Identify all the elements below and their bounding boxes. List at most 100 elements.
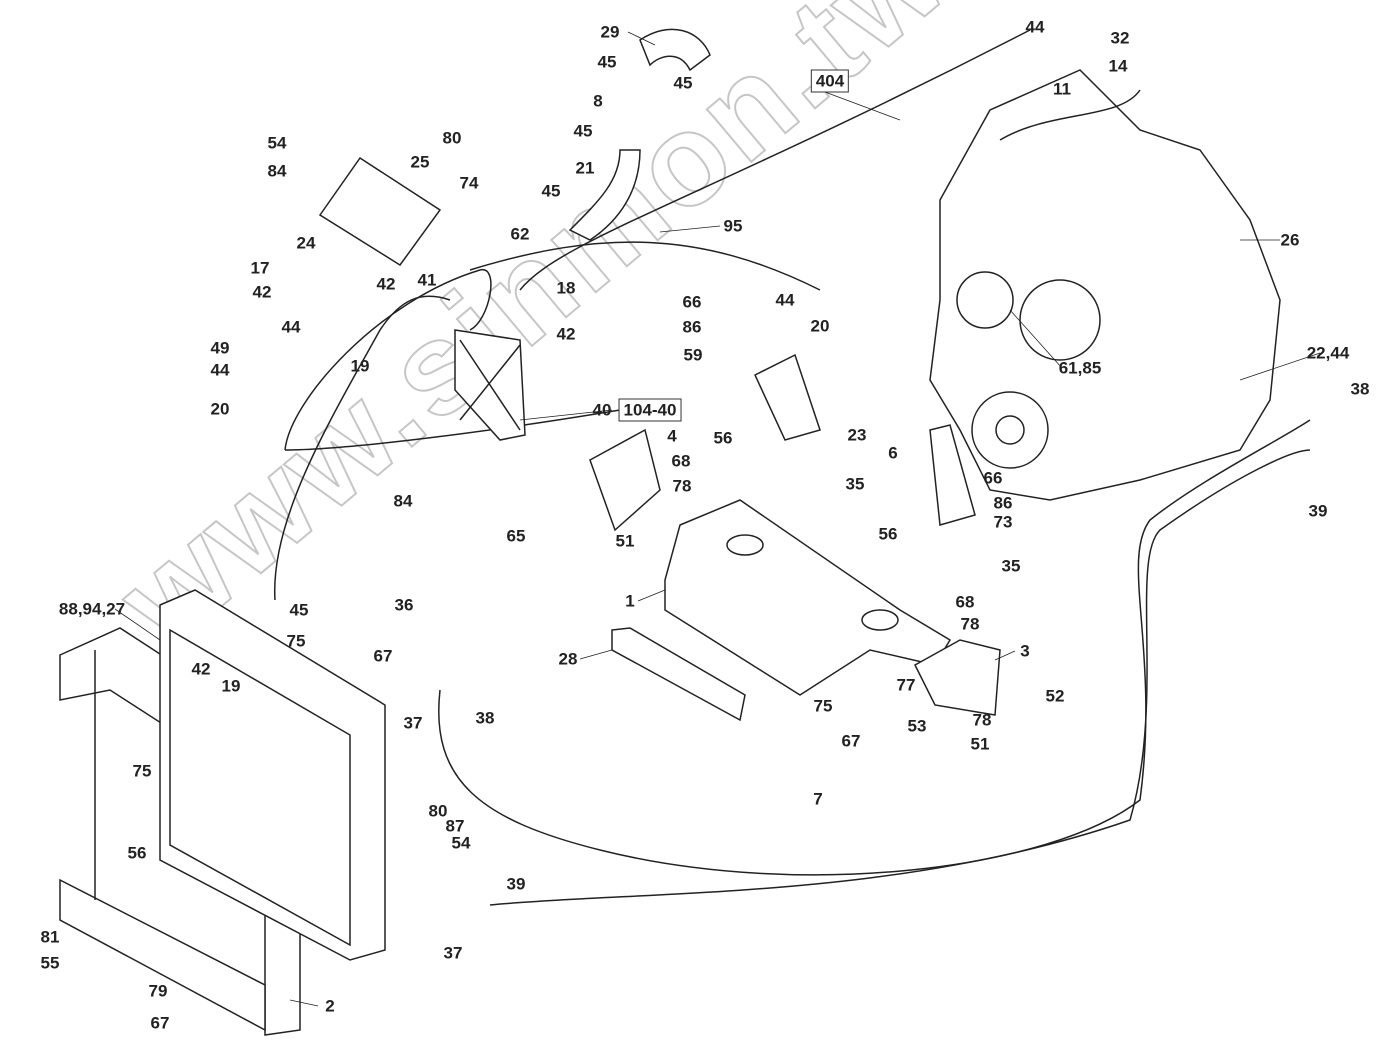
part-label: 20 — [210, 399, 230, 419]
part-label: 61,85 — [1058, 358, 1102, 378]
part-label: 7 — [813, 789, 823, 809]
part-label: 44 — [775, 290, 795, 310]
part-label: 68 — [955, 592, 975, 612]
part-label: 49 — [210, 338, 230, 358]
part-label: 56 — [878, 524, 898, 544]
part-label: 26 — [1280, 230, 1300, 250]
part-label: 66 — [983, 468, 1003, 488]
coolant-tank-part-40 — [454, 329, 526, 441]
part-label: 54 — [267, 133, 287, 153]
part-label: 11 — [1053, 79, 1071, 99]
part-label: 75 — [286, 631, 306, 651]
part-label: 20 — [810, 316, 830, 336]
part-label: 35 — [1001, 556, 1021, 576]
part-label: 41 — [417, 270, 437, 290]
part-label: 37 — [443, 943, 463, 963]
part-label: 39 — [1308, 501, 1328, 521]
part-label: 55 — [40, 953, 60, 973]
part-label: 51 — [970, 734, 990, 754]
part-label: 84 — [393, 491, 413, 511]
part-label: 17 — [250, 258, 270, 278]
part-label: 79 — [148, 981, 168, 1001]
part-label: 37 — [403, 713, 423, 733]
part-label: 81 — [40, 927, 60, 947]
part-label: 88,94,27 — [58, 599, 126, 619]
part-label: 86 — [993, 493, 1013, 513]
part-label: 32 — [1110, 28, 1130, 48]
part-label: 36 — [394, 595, 414, 615]
part-label: 95 — [723, 216, 743, 236]
part-label: 3 — [1020, 641, 1030, 661]
part-label: 77 — [896, 675, 916, 695]
part-label: 45 — [289, 600, 309, 620]
part-label: 42 — [376, 274, 396, 294]
hoses — [274, 29, 1311, 906]
part-label: 51 — [615, 531, 635, 551]
part-label: 78 — [972, 710, 992, 730]
engine-part-26 — [929, 69, 1281, 501]
part-label: 54 — [451, 833, 471, 853]
part-label: 2 — [325, 996, 335, 1016]
part-label: 22,44 — [1306, 343, 1350, 363]
part-label: 62 — [510, 224, 530, 244]
part-label: 74 — [459, 173, 479, 193]
part-label: 56 — [127, 843, 147, 863]
part-label: 44 — [281, 317, 301, 337]
part-label: 86 — [682, 317, 702, 337]
part-label: 84 — [267, 161, 287, 181]
part-label: 38 — [1350, 379, 1370, 399]
part-label: 8 — [593, 91, 603, 111]
part-label: 28 — [558, 649, 578, 669]
fuel-tank-part-1 — [664, 499, 952, 696]
part-label: 78 — [672, 476, 692, 496]
part-label: 6 — [888, 443, 898, 463]
part-label: 25 — [410, 152, 430, 172]
reference-box: 404 — [810, 69, 850, 93]
leader-lines — [114, 31, 1321, 1007]
part-label: 45 — [573, 121, 593, 141]
part-label: 73 — [993, 512, 1013, 532]
part-label: 42 — [191, 659, 211, 679]
part-label: 39 — [506, 874, 526, 894]
part-label: 78 — [960, 614, 980, 634]
part-label: 29 — [600, 22, 620, 42]
radiator-core — [159, 589, 386, 961]
part-label: 18 — [556, 278, 576, 298]
part-label: 21 — [575, 158, 595, 178]
part-label: 38 — [475, 708, 495, 728]
part-label: 67 — [373, 646, 393, 666]
part-label: 75 — [132, 761, 152, 781]
part-label: 56 — [713, 428, 733, 448]
part-label: 53 — [907, 716, 927, 736]
part-label: 14 — [1108, 56, 1128, 76]
part-label: 87 — [445, 816, 465, 836]
part-label: 4 — [667, 426, 677, 446]
bracket-part-24 — [318, 156, 442, 267]
part-label: 67 — [150, 1013, 170, 1033]
part-label: 59 — [683, 345, 703, 365]
part-label: 23 — [847, 425, 867, 445]
part-label: 80 — [442, 128, 462, 148]
reference-box: 104-40 — [618, 398, 682, 422]
part-label: 19 — [350, 356, 370, 376]
part-label: 44 — [1025, 17, 1045, 37]
part-label: 1 — [625, 591, 635, 611]
part-label: 45 — [541, 181, 561, 201]
part-label: 19 — [221, 676, 241, 696]
plate-part-28 — [611, 627, 746, 722]
part-label: 42 — [252, 282, 272, 302]
part-label: 45 — [673, 73, 693, 93]
part-label: 65 — [506, 526, 526, 546]
part-label: 75 — [813, 696, 833, 716]
part-label: 44 — [210, 360, 230, 380]
part-label: 66 — [682, 292, 702, 312]
part-label: 35 — [845, 474, 865, 494]
part-label: 67 — [841, 731, 861, 751]
brackets — [589, 353, 1001, 716]
part-label: 80 — [428, 801, 448, 821]
part-label: 45 — [597, 52, 617, 72]
upper-hoses-parts-29-21 — [568, 28, 711, 241]
part-label: 40 — [592, 400, 612, 420]
